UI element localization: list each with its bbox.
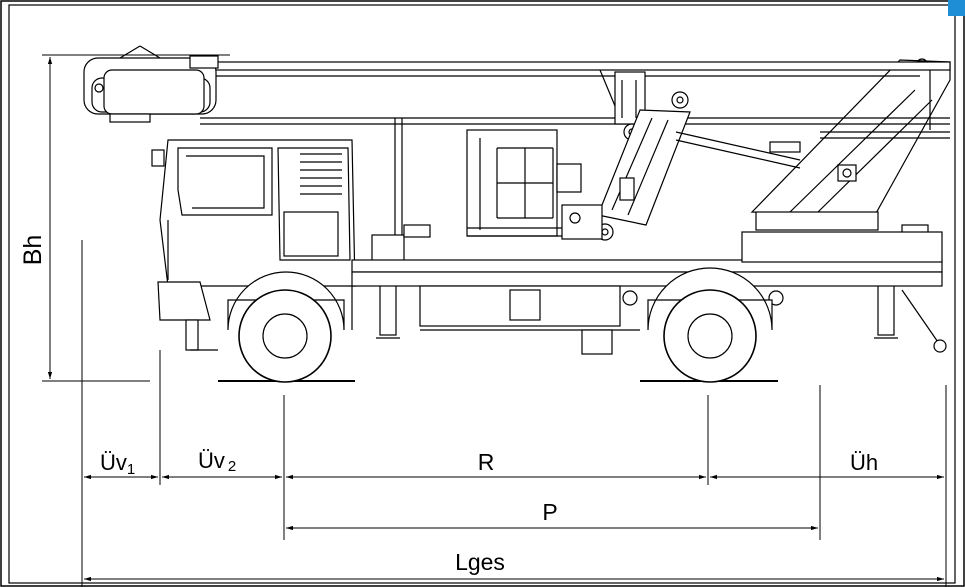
work-basket: [466, 129, 603, 240]
boom-head: [83, 45, 219, 123]
bh-label: Bh: [19, 235, 47, 266]
chassis: [351, 211, 943, 355]
p-label: P: [542, 499, 557, 525]
rear-boom-arm: [750, 58, 951, 216]
cab-grille: [300, 153, 342, 195]
uev1-subscript: 1: [127, 461, 135, 478]
truck-illustration: [83, 45, 951, 383]
front-wheel: [227, 271, 345, 383]
r-label: R: [478, 449, 495, 475]
rear-wheel: [647, 267, 773, 383]
uev1-main: Üv: [100, 450, 127, 475]
uev1-label: Üv1: [100, 450, 135, 478]
inner-frame: [8, 4, 956, 584]
uev2-subscript: 2: [228, 458, 236, 475]
lges-label: Lges: [455, 549, 505, 575]
extension-lines: [81, 240, 947, 587]
bh-dimension: [42, 54, 230, 382]
main-boom: [159, 61, 951, 141]
ueh-label: Üh: [850, 450, 878, 475]
truck-cab: [151, 139, 356, 351]
corner-accent: [948, 0, 965, 16]
uev2-main: Üv: [198, 448, 225, 473]
knuckle-arm: [596, 91, 801, 241]
